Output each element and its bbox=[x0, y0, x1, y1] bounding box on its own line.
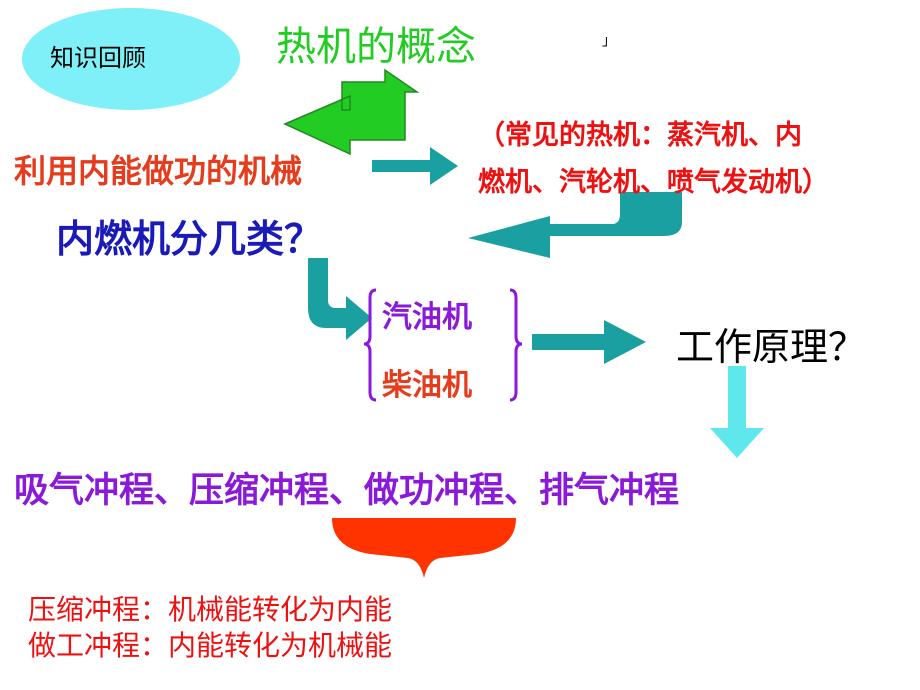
concept-title: 热机的概念 bbox=[276, 24, 476, 70]
compression-conversion: 压缩冲程：机械能转化为内能 bbox=[28, 593, 393, 626]
four-strokes-text: 吸气冲程、压缩冲程、做功冲程、排气冲程 bbox=[14, 471, 680, 511]
petrol-engine-label: 汽油机 bbox=[382, 300, 472, 335]
recap-label: 知识回顾 bbox=[50, 44, 146, 72]
definition-text: 利用内能做功的机械 bbox=[14, 152, 303, 190]
red-brace bbox=[332, 518, 516, 578]
left-bracket bbox=[363, 288, 377, 402]
teal-principle-arrow bbox=[532, 320, 646, 364]
examples-block: （常见的热机：蒸汽机、内 燃机、汽轮机、喷气发动机） bbox=[478, 112, 829, 206]
examples-line-2: 燃机、汽轮机、喷气发动机） bbox=[478, 167, 829, 198]
teal-elbow-arrow bbox=[308, 258, 372, 340]
green-left-arrow bbox=[283, 68, 420, 156]
recap-ellipse bbox=[22, 8, 240, 110]
teal-right-arrow bbox=[372, 147, 458, 185]
corner-mark: 」 bbox=[602, 33, 616, 49]
examples-line-1: （常见的热机：蒸汽机、内 bbox=[478, 120, 802, 151]
cyan-down-arrow bbox=[710, 366, 764, 458]
power-conversion: 做工冲程：内能转化为机械能 bbox=[28, 629, 393, 662]
engine-types-question: 内燃机分几类？ bbox=[56, 217, 323, 261]
principle-question: 工作原理？ bbox=[676, 325, 867, 369]
right-bracket bbox=[509, 288, 523, 402]
teal-curved-arrow bbox=[468, 192, 682, 258]
diesel-engine-label: 柴油机 bbox=[382, 368, 472, 403]
